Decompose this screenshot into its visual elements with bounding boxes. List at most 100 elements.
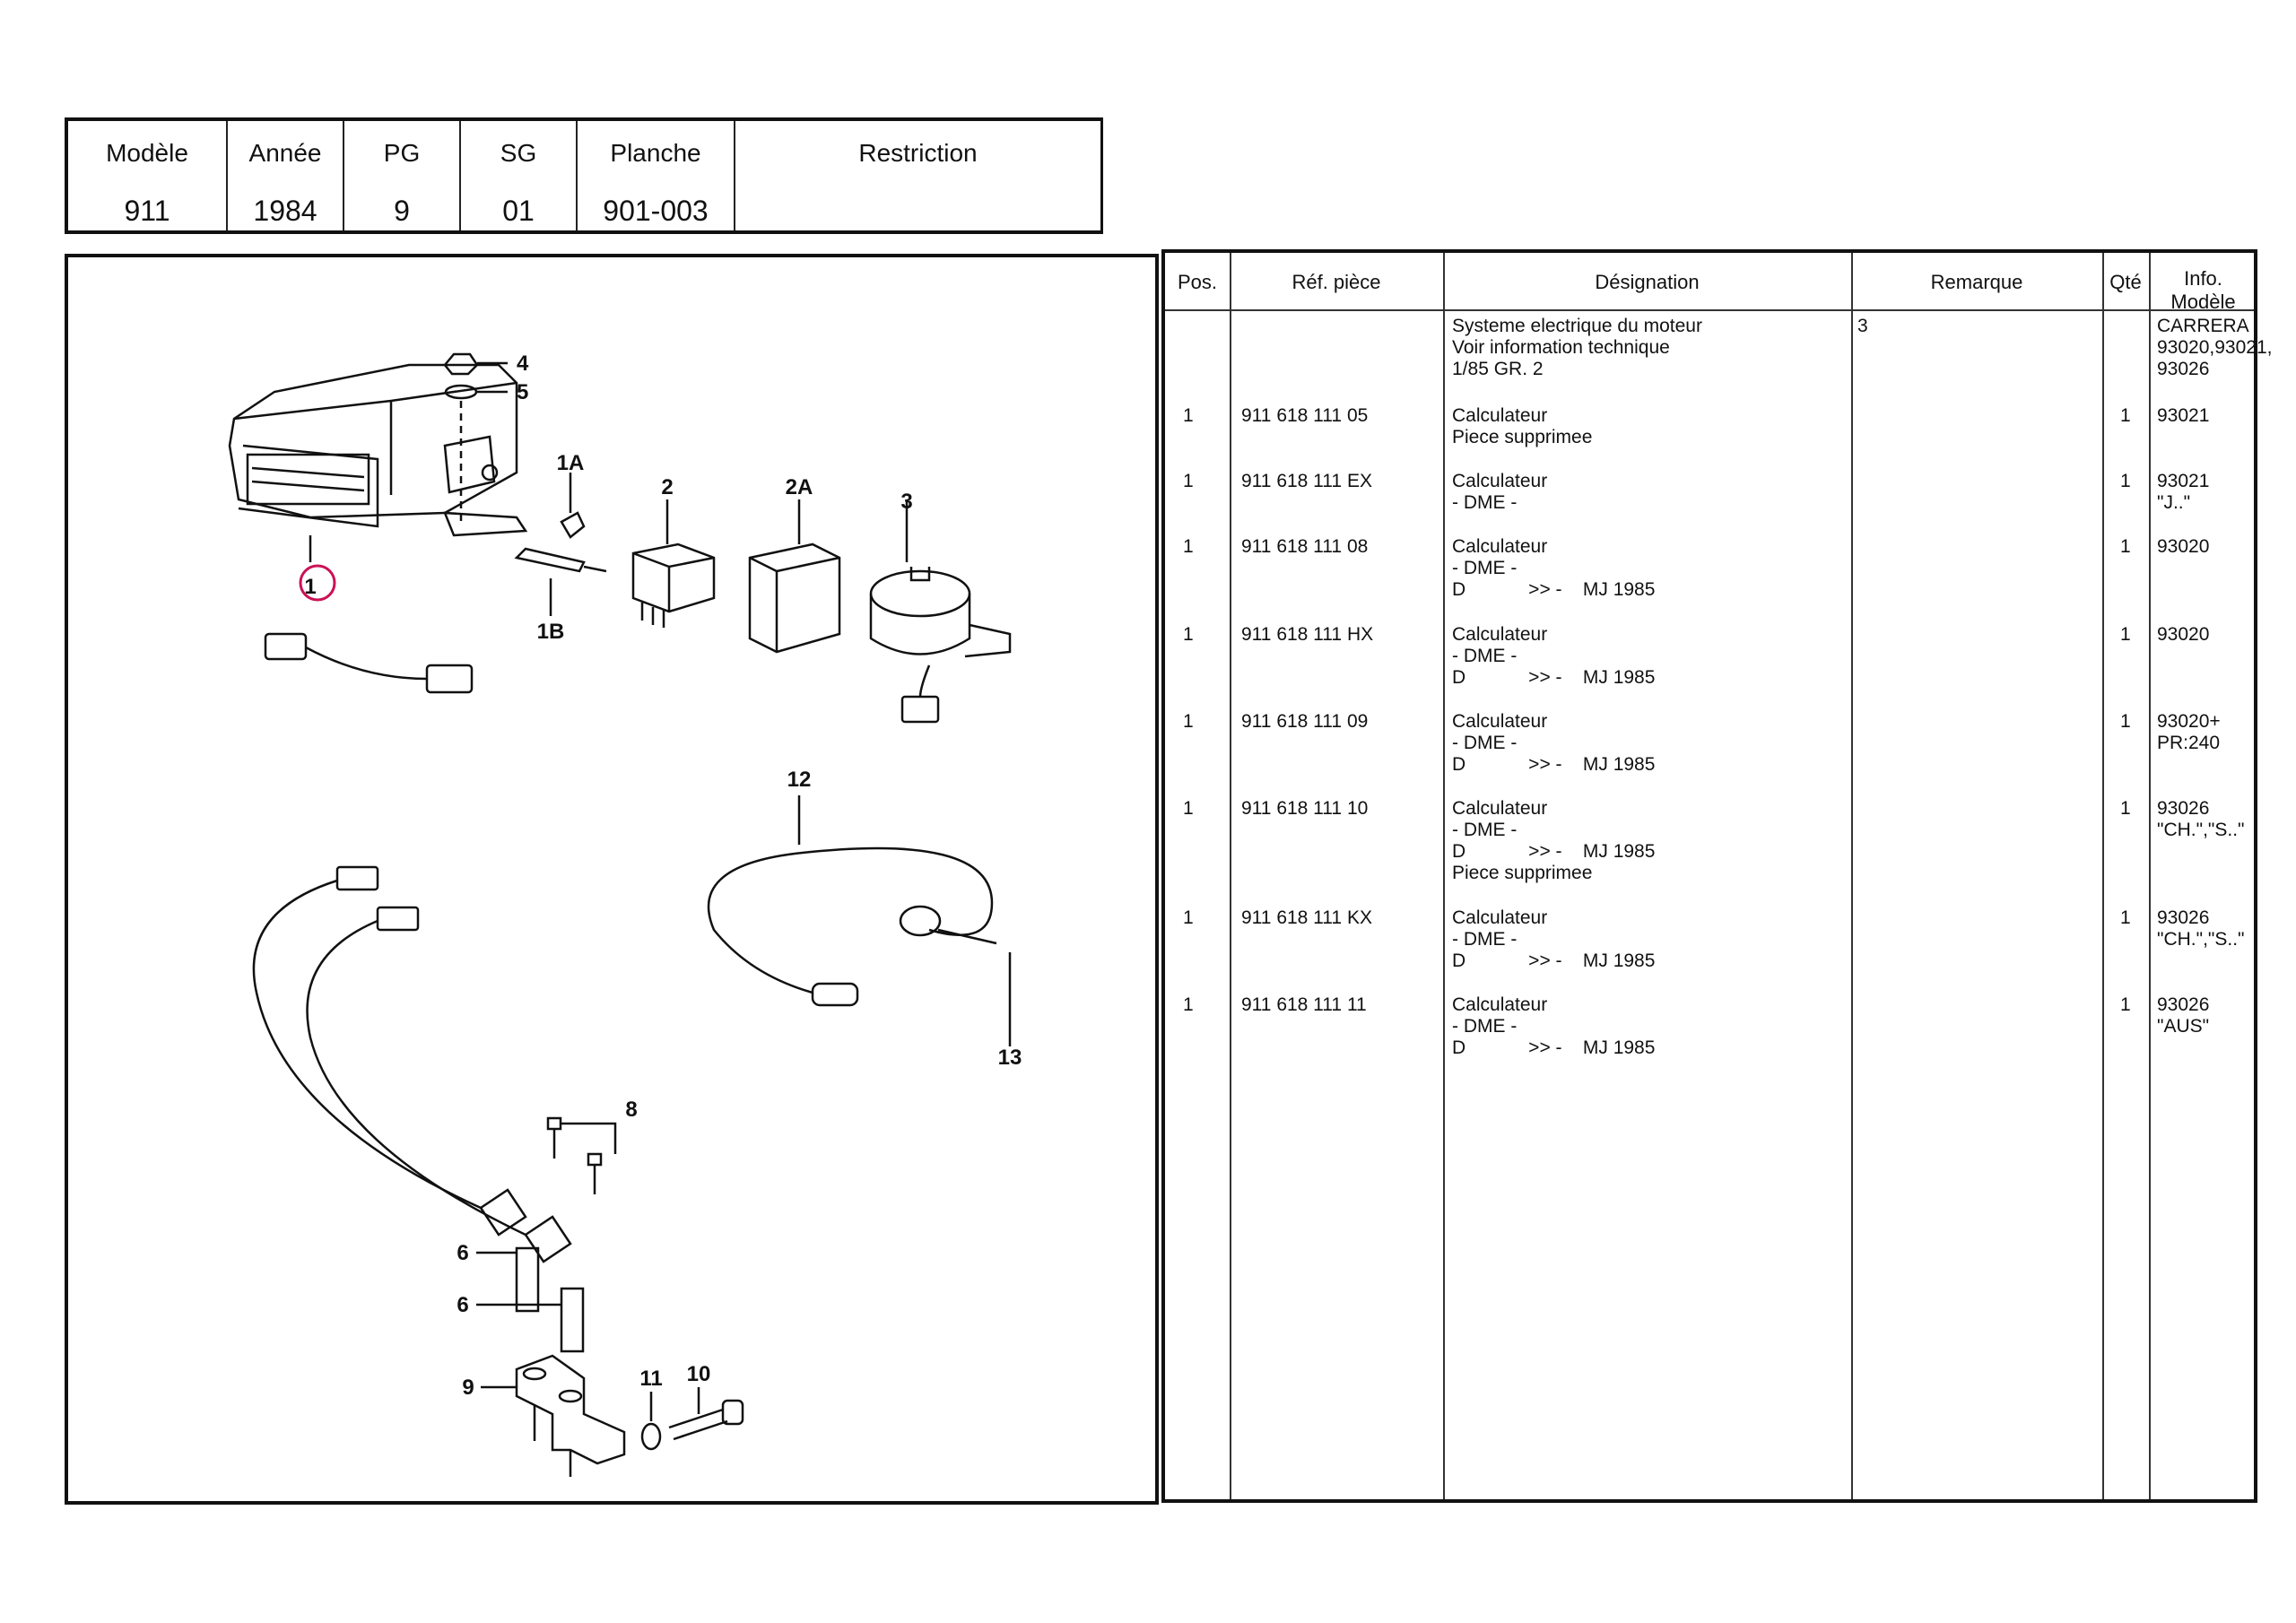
header-col-restriction: Restriction [735,121,1100,230]
parts-table: Pos. Réf. pièce Désignation Remarque Qté… [1161,249,2272,1503]
wiring-harness-drawing [252,865,572,1263]
header-label: Restriction [858,139,978,167]
header-value: 01 [502,195,535,227]
cell-qte: 1 [2120,798,2131,819]
column-header-qte: Qté [2109,271,2142,293]
callout-label: 6 [457,1293,468,1317]
header-label: Planche [610,139,701,167]
callout-label: 8 [625,1098,637,1122]
diagram-drawing: 1 1A 1B 2 2A 3 4 5 6 6 8 9 10 11 12 13 [228,352,1022,1477]
column-divider [1230,253,1231,1499]
cell-designation: Calculateur - DME - D >> - MJ 1985 [1452,907,1656,971]
highlight-circle [299,564,336,602]
cell-qte: 1 [2120,471,2131,491]
callout-label: 9 [462,1376,474,1400]
callout-label: 12 [787,768,812,792]
column-divider [2149,253,2151,1499]
callout-label: 2 [661,475,673,499]
column-header-ref: Réf. pièce [1292,271,1381,293]
exploded-parts-diagram: 1 1A 1B 2 2A 3 4 5 6 6 8 9 10 11 12 13 [65,254,1159,1505]
header-value: 1984 [253,195,317,227]
nut-washer-drawing [443,352,508,526]
sensor-cable-12-drawing [707,795,997,1007]
cell-qte: 1 [2120,711,2131,732]
cell-info: 93020 [2157,536,2210,557]
cell-pos: 1 [1183,536,1194,557]
relay-2a-drawing [748,499,841,654]
cell-info: 93026 "CH.","S.." [2157,907,2245,950]
callout-labels: 1 1A 1B 2 2A 3 4 5 6 6 8 9 10 11 12 13 [304,352,1022,1400]
header-label: PG [383,139,421,167]
cell-designation: Systeme electrique du moteur Voir inform… [1452,316,1702,379]
cell-info: 93020+ PR:240 [2157,711,2221,753]
cell-pos: 1 [1183,907,1194,928]
cell-ref: 911 618 111 10 [1241,798,1369,819]
sleeves-6-drawing [476,1246,585,1353]
callout-label: 2A [786,475,813,499]
cell-ref: 911 618 111 09 [1241,711,1369,732]
cell-designation: Calculateur - DME - D >> - MJ 1985 [1452,711,1656,775]
header-col-modele: Modèle 911 [68,121,228,230]
callout-label: 11 [639,1367,662,1391]
sensor-1b-drawing [514,547,607,616]
cell-info: 93021 "J.." [2157,471,2210,513]
callout-label: 10 [687,1362,711,1386]
bolts-8-drawing [546,1116,617,1194]
column-header-pos: Pos. [1177,271,1218,293]
washer-bolt-drawing [640,1387,744,1451]
column-header-remarque: Remarque [1930,271,2023,293]
cell-pos: 1 [1183,711,1194,732]
motor-3-drawing [869,499,1012,724]
cell-pos: 1 [1183,624,1194,645]
cell-ref: 911 618 111 05 [1241,405,1369,426]
cell-qte: 1 [2120,907,2131,928]
cell-info: 93021 [2157,405,2210,426]
ecu-unit-drawing [228,363,528,537]
cell-ref: 911 618 111 KX [1241,907,1372,928]
cell-ref: 911 618 111 08 [1241,536,1369,557]
cell-qte: 1 [2120,624,2131,645]
cell-pos: 1 [1183,994,1194,1015]
header-col-sg: SG 01 [461,121,578,230]
cell-qte: 1 [2120,405,2131,426]
callout-label: 6 [457,1241,468,1265]
header-label: SG [500,139,537,167]
cable-drawing [264,632,474,694]
cell-pos: 1 [1183,405,1194,426]
header-col-annee: Année 1984 [228,121,344,230]
cell-ref: 911 618 111 EX [1241,471,1372,491]
cell-ref: 911 618 111 HX [1241,624,1374,645]
relay-2-drawing [631,499,716,628]
cell-ref: 911 618 111 11 [1241,994,1367,1015]
callout-label: 5 [517,380,528,404]
cell-info: CARRERA 93020,93021, 93026 [2157,316,2273,379]
cell-info: 93020 [2157,624,2210,645]
header-value: 9 [394,195,410,227]
callout-label: 13 [998,1046,1022,1070]
cell-remarque: 3 [1857,316,1868,336]
callout-label: 4 [517,352,529,376]
cell-pos: 1 [1183,471,1194,491]
cell-info: 93026 "CH.","S.." [2157,798,2245,840]
bracket-9-drawing [481,1354,626,1477]
column-divider [2102,253,2104,1499]
cell-designation: Calculateur Piece supprimee [1452,405,1593,447]
cell-qte: 1 [2120,536,2131,557]
cell-designation: Calculateur - DME - D >> - MJ 1985 [1452,994,1656,1058]
column-header-info: Info. Modèle [2170,267,2236,313]
callout-label: 1A [557,451,585,475]
header-label: Année [248,139,322,167]
callout-label: 3 [900,490,912,514]
callout-label: 1 [304,575,316,599]
header-value: 911 [124,195,170,227]
cell-designation: Calculateur - DME - [1452,471,1548,513]
cell-designation: Calculateur - DME - D >> - MJ 1985 [1452,624,1656,688]
cell-info: 93026 "AUS" [2157,994,2210,1037]
column-divider [1851,253,1853,1499]
header-table: Modèle 911 Année 1984 PG 9 SG 01 Planche… [65,117,1103,234]
header-divider [1165,309,2254,311]
header-col-pg: PG 9 [344,121,461,230]
header-col-planche: Planche 901-003 [578,121,735,230]
column-header-designation: Désignation [1595,271,1700,293]
callout-label: 1B [537,620,565,644]
